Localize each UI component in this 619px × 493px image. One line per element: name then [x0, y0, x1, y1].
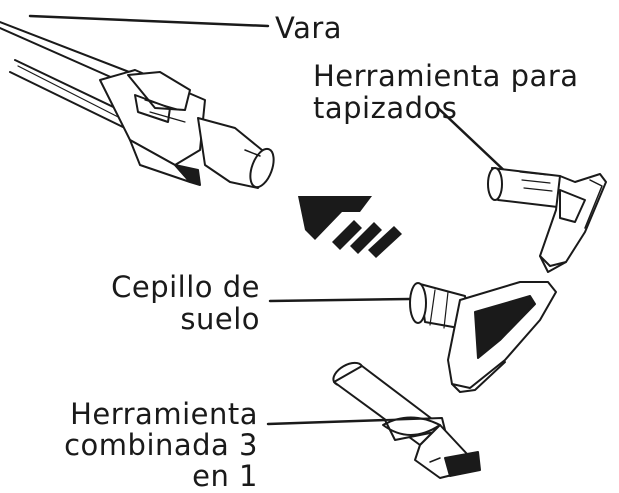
leader-line-vara [28, 14, 270, 28]
label-combo-tool: Herramienta combinada 3 en 1 [30, 399, 258, 492]
label-upholstery-line-2: tapizados [313, 91, 458, 125]
floor-brush-illustration [409, 281, 557, 393]
insertion-arrow [298, 196, 402, 258]
label-upholstery-tool: Herramienta para tapizados [313, 60, 579, 124]
upholstery-tool-illustration [487, 167, 607, 273]
wand-illustration [0, 21, 275, 189]
label-combo-line-2: combinada 3 [64, 428, 258, 462]
label-combo-line-1: Herramienta [70, 397, 258, 431]
label-upholstery-line-1: Herramienta para [313, 59, 579, 93]
leader-line-cepillo [268, 297, 412, 303]
leader-line-combinada [266, 418, 387, 426]
combo-tool-illustration [332, 361, 481, 479]
label-combo-line-3: en 1 [192, 459, 258, 493]
label-floor-brush-line-1: Cepillo de [111, 270, 260, 304]
label-vara-text: Vara [275, 11, 343, 45]
leader-line-tapizados [436, 106, 512, 178]
label-floor-brush: Cepillo de suelo [82, 271, 260, 335]
label-floor-brush-line-2: suelo [180, 302, 260, 336]
label-vara: Vara [275, 12, 342, 44]
